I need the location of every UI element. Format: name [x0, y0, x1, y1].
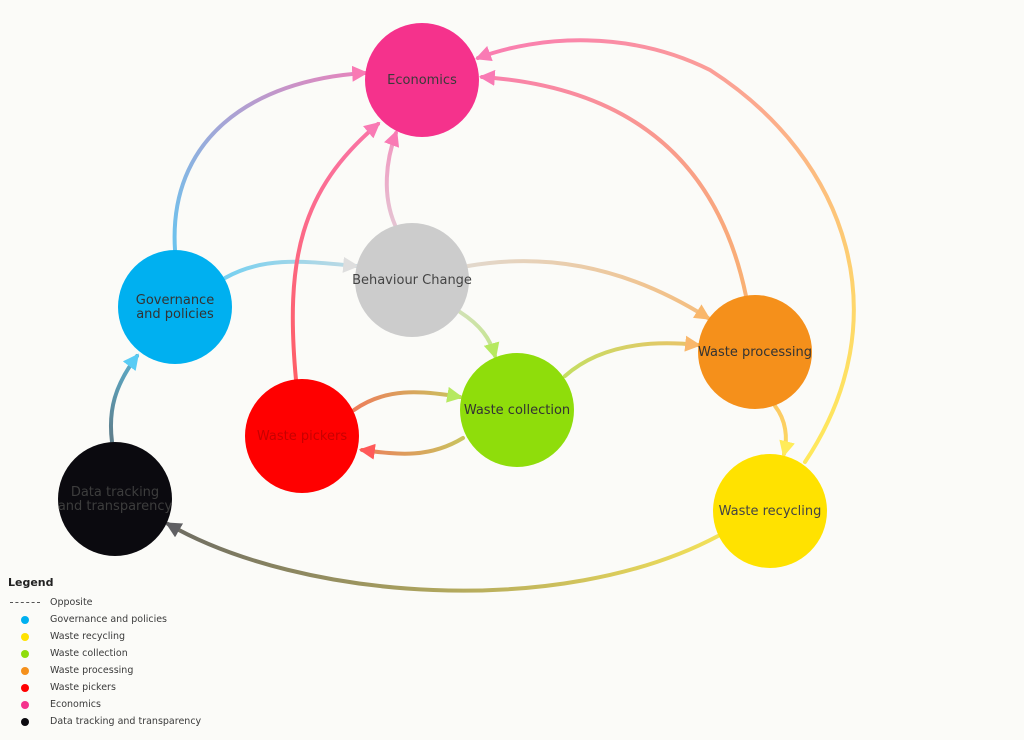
node-label-recycling: Waste recycling	[719, 504, 822, 519]
legend-item: Governance and policies	[8, 611, 238, 628]
edges-layer	[108, 38, 856, 593]
edge-collection-to-pickers	[358, 436, 465, 460]
node-circle-economics	[365, 23, 479, 137]
edge-pickers-to-economics	[290, 121, 381, 382]
node-economics: Economics	[365, 23, 479, 137]
node-label-collection: Waste collection	[464, 403, 570, 418]
color-dot-swatch	[8, 649, 42, 658]
node-circle-governance	[118, 250, 232, 364]
edge-datatracking-to-governance	[108, 353, 139, 444]
color-dot-swatch	[8, 683, 42, 692]
legend-item: Waste collection	[8, 645, 238, 662]
node-circle-datatracking	[58, 442, 172, 556]
node-processing: Waste processing	[698, 295, 812, 409]
legend-item-label: Data tracking and transparency	[50, 716, 202, 727]
node-label-pickers: Waste pickers	[257, 429, 347, 444]
node-circle-behaviour	[355, 223, 469, 337]
edge-recycling-to-economics	[474, 38, 856, 464]
color-dot-swatch	[8, 717, 42, 726]
node-circle-pickers	[245, 379, 359, 493]
node-collection: Waste collection	[460, 353, 574, 467]
legend-item: Opposite	[8, 594, 238, 611]
color-dot-swatch	[8, 615, 42, 624]
legend-item-label: Waste pickers	[50, 682, 116, 693]
node-circle-collection	[460, 353, 574, 467]
edge-governance-to-economics	[172, 65, 369, 252]
edge-behaviour-to-collection	[458, 310, 500, 360]
node-circle-processing	[698, 295, 812, 409]
legend-item: Data tracking and transparency	[8, 713, 238, 730]
legend-item: Economics	[8, 696, 238, 713]
legend-item: Waste pickers	[8, 679, 238, 696]
legend-item-label: Governance and policies	[50, 614, 168, 625]
node-pickers: Waste pickers	[245, 379, 359, 493]
node-circle-recycling	[713, 454, 827, 568]
node-label-processing: Waste processing	[698, 345, 812, 360]
legend-item-label: Waste collection	[50, 648, 128, 659]
edge-recycling-to-datatracking	[165, 522, 720, 593]
node-recycling: Waste recycling	[713, 454, 827, 568]
legend-item: Waste processing	[8, 662, 238, 679]
color-dot-swatch	[8, 700, 42, 709]
edge-governance-to-behaviour	[223, 256, 360, 280]
edge-behaviour-to-economics	[384, 129, 400, 227]
legend-item-label: Opposite	[50, 597, 93, 608]
dashed-line-swatch	[8, 602, 42, 603]
node-label-economics: Economics	[387, 73, 457, 88]
legend-item-label: Waste recycling	[50, 631, 126, 642]
node-behaviour: Behaviour Change	[352, 223, 472, 337]
legend-item: Waste recycling	[8, 628, 238, 645]
legend-item-label: Economics	[50, 699, 101, 710]
color-dot-swatch	[8, 632, 42, 641]
edge-processing-to-recycling	[773, 404, 795, 458]
edge-processing-to-economics	[478, 69, 748, 298]
edge-pickers-to-collection	[352, 386, 464, 412]
edge-collection-to-processing	[563, 335, 702, 378]
legend-item-label: Waste processing	[50, 665, 134, 676]
edge-behaviour-to-processing	[466, 259, 711, 320]
color-dot-swatch	[8, 666, 42, 675]
legend-title: Legend	[8, 576, 54, 589]
node-label-behaviour: Behaviour Change	[352, 273, 472, 288]
